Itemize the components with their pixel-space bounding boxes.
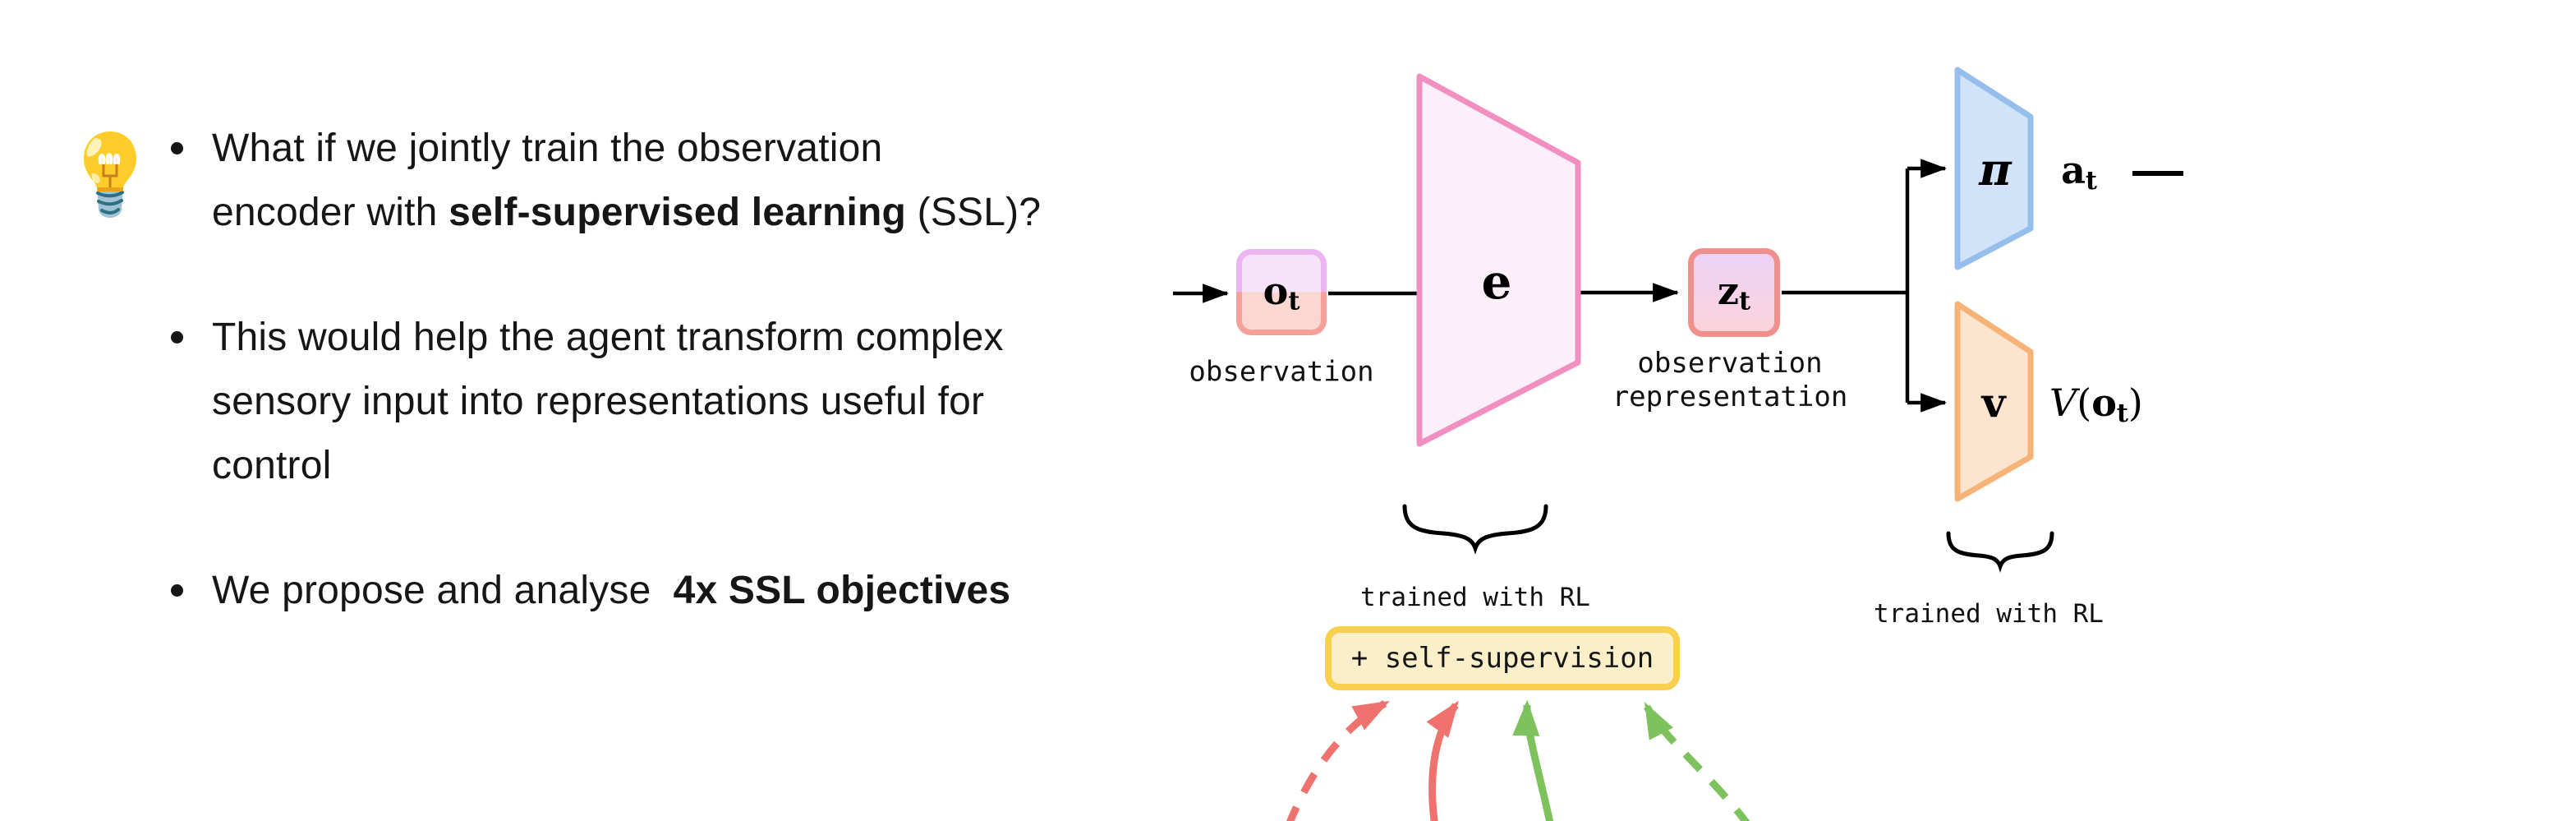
bullet-text-3: We propose and analyse 4x SSL objectives xyxy=(212,569,1011,612)
observation-caption: observation xyxy=(1189,355,1374,389)
brace-encoder xyxy=(1402,504,1548,555)
bullet-text-2: This would help the agent transform comp… xyxy=(212,316,1004,487)
lightbulb-icon xyxy=(84,131,136,218)
brace-value xyxy=(1946,531,2054,573)
representation-box: zt xyxy=(1688,248,1780,337)
trained-with-rl-encoder: trained with RL xyxy=(1360,583,1590,612)
observation-label: ot xyxy=(1263,268,1300,316)
value-output-label: V(ot) xyxy=(2049,381,2143,428)
bullet-item-1: What if we jointly train the observation… xyxy=(171,117,1157,245)
representation-label: zt xyxy=(1717,269,1751,316)
ssl-arrow-red-solid xyxy=(1426,700,1459,821)
observation-box: ot xyxy=(1236,249,1327,335)
bullet-list: What if we jointly train the observation… xyxy=(171,117,1157,623)
bullet-text-1: What if we jointly train the observation… xyxy=(212,127,1042,234)
ssl-arrow-green-solid xyxy=(1512,699,1554,821)
bullet-dot xyxy=(171,584,183,597)
bullet-item-2: This would help the agent transform comp… xyxy=(171,306,1157,498)
encoder-label: e xyxy=(1481,254,1512,310)
observation-box-fill: ot xyxy=(1242,255,1321,330)
ssl-arrow-green-dashed xyxy=(1644,702,1750,821)
value-shape xyxy=(1954,301,2034,502)
bullet-dot xyxy=(171,331,183,344)
value-label: v xyxy=(1981,378,2006,427)
self-supervision-box: + self-supervision xyxy=(1325,626,1680,690)
bullet-item-3: We propose and analyse 4x SSL objectives xyxy=(171,559,1157,623)
trained-with-rl-heads: trained with RL xyxy=(1874,599,2104,629)
self-supervision-label: + self-supervision xyxy=(1350,642,1654,675)
policy-label: π xyxy=(1979,143,2012,196)
policy-shape xyxy=(1954,67,2034,270)
ssl-arrow-red-dashed xyxy=(1286,700,1390,821)
action-label: at xyxy=(2061,148,2097,196)
bullet-dot xyxy=(171,142,183,155)
encoder-shape xyxy=(1416,73,1581,447)
